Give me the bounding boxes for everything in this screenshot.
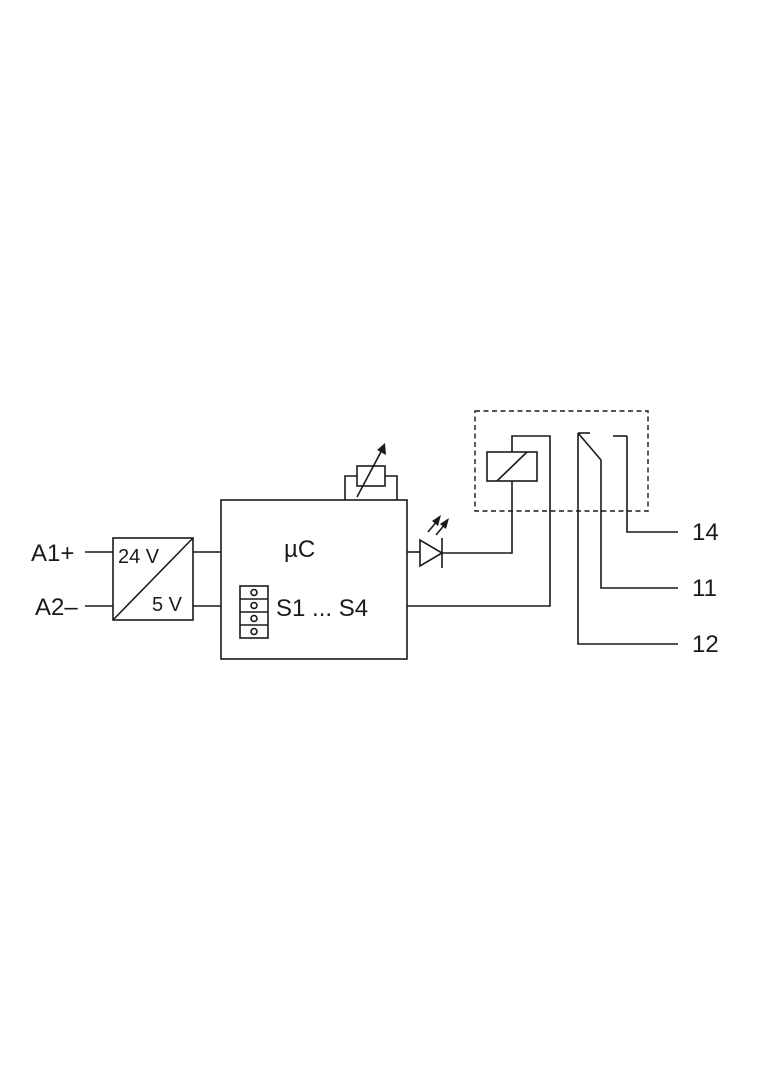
potentiometer-icon [344,443,398,500]
dc-dc-converter: 24 V 5 V [112,537,194,621]
terminal-12-label: 12 [692,631,719,658]
potentiometer-body [356,465,386,487]
potentiometer-arrow-head [377,443,386,455]
terminal-14-label: 14 [692,519,719,546]
potentiometer-arrow-shaft [356,447,384,498]
contact-switch-arm [577,432,602,461]
led-icon [407,515,449,568]
wire-terminal-12 [577,433,678,645]
converter-input-label: 24 V [118,546,160,568]
relay [474,410,649,512]
wire-terminal-14 [626,436,678,533]
terminal-a2-label: A2– [35,594,78,621]
wire-terminal-11 [600,460,678,589]
relay-coil-diagonal [496,451,528,482]
led-diode-triangle [419,538,444,568]
dip-switch-icon [239,585,269,639]
switch-range-label: S1 ... S4 [276,595,368,622]
terminal-a1: A1+ [31,540,113,567]
microcontroller-label: µC [284,536,315,563]
terminal-11-label: 11 [692,575,717,602]
terminal-a1-label: A1+ [31,540,74,567]
converter-diagonal [112,537,194,621]
wire-controller-coil [407,435,551,607]
microcontroller: µC S1 ... S4 [220,499,408,660]
relay-enclosure [474,410,649,512]
wire-led-coil [442,481,513,554]
converter-output-label: 5 V [152,594,183,616]
terminal-a2: A2– [35,594,113,621]
